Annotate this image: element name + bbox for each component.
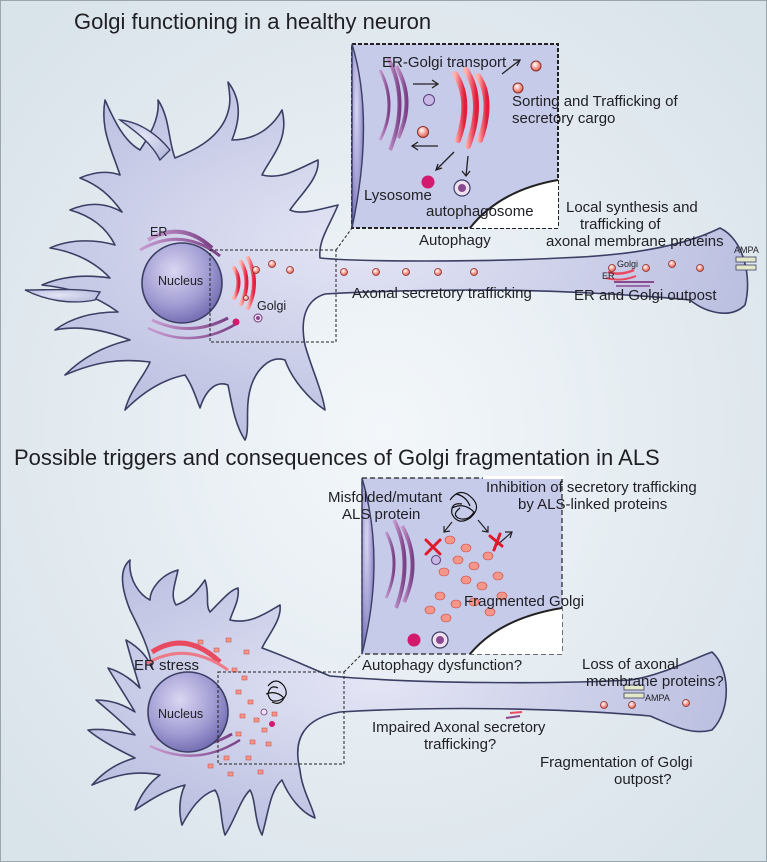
impaired-label-2: trafficking?	[424, 736, 497, 753]
impaired-label-1: Impaired Axonal secretory	[372, 719, 546, 736]
als-title: Possible triggers and consequences of Go…	[14, 445, 660, 470]
fragmented-golgi-label: Fragmented Golgi	[464, 593, 585, 610]
als-cell-body	[87, 559, 728, 836]
golgi-label: Golgi	[257, 299, 287, 313]
loss-label-1: Loss of axonal	[582, 656, 679, 673]
healthy-cell-body	[41, 81, 749, 441]
lysosome-label: Lysosome	[364, 187, 432, 204]
als-aggregate	[265, 680, 287, 704]
als-neuron	[87, 476, 728, 836]
als-nucleus-label: Nucleus	[158, 707, 204, 721]
ampa-receptor-healthy	[735, 256, 757, 271]
local-synthesis-label-2: trafficking of	[580, 216, 661, 233]
zoom-aggregate	[449, 491, 478, 522]
healthy-title: Golgi functioning in a healthy neuron	[74, 9, 432, 34]
outpost-label: ER and Golgi outpost	[574, 287, 717, 304]
autophagy-dysfunction-label: Autophagy dysfunction?	[362, 657, 523, 674]
er-label: ER	[150, 225, 168, 239]
er-stress-label: ER stress	[134, 657, 200, 674]
healthy-golgi	[232, 256, 256, 310]
local-synthesis-label-1: Local synthesis and	[566, 199, 698, 216]
er-golgi-transport-label: ER-Golgi transport	[382, 54, 507, 71]
outpost-er-label: ER	[602, 271, 615, 281]
zoom-source-box	[209, 249, 337, 343]
als-nucleus	[147, 671, 229, 753]
inhibition-label-2: by ALS-linked proteins	[518, 496, 668, 513]
outpost-frag-label-1: Fragmentation of Golgi	[540, 754, 693, 771]
sorting-label-2: secretory cargo	[512, 110, 616, 127]
misfolded-label-2: ALS protein	[342, 506, 421, 523]
local-synthesis-label-3: axonal membrane proteins	[546, 233, 724, 250]
outpost-golgi-label: Golgi	[617, 259, 639, 269]
outpost-frag-label-2: outpost?	[614, 771, 672, 788]
healthy-neuron	[24, 43, 757, 441]
als-fragmented-golgi	[197, 637, 278, 777]
autophagosome-label: autophagosome	[426, 203, 534, 220]
als-ampa-label: AMPA	[645, 693, 670, 703]
axonal-trafficking-label: Axonal secretory trafficking	[352, 285, 532, 302]
sorting-label-1: Sorting and Trafficking of	[512, 93, 678, 110]
autophagy-label: Autophagy	[419, 232, 491, 249]
loss-label-2: membrane proteins?	[586, 673, 724, 690]
ampa-receptor-als	[623, 684, 645, 699]
healthy-nucleus	[141, 242, 223, 324]
misfolded-label-1: Misfolded/mutant	[328, 489, 443, 506]
als-zoom-source-box	[217, 671, 345, 765]
ampa-label: AMPA	[734, 245, 759, 255]
inhibition-label-1: Inhibition of secretory trafficking	[486, 479, 697, 496]
zoom-fragments	[424, 535, 508, 623]
nucleus-label: Nucleus	[158, 274, 204, 288]
zoom-golgi	[452, 67, 490, 149]
golgi-outpost	[605, 268, 654, 287]
